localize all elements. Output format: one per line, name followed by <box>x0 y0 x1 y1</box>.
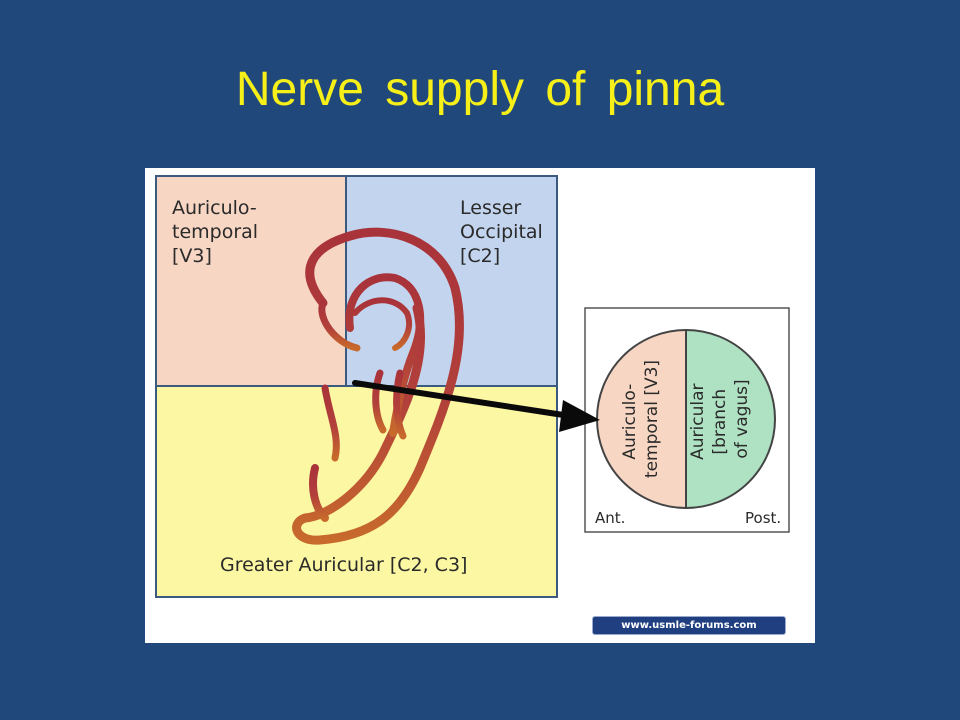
inset-posterior-label: Auricular [branch of vagus] <box>688 378 752 460</box>
inset-anterior-label: Auriculo- temporal [V3] <box>620 360 662 478</box>
diagram-graphics: Auriculo- temporal [V3] Auricular [branc… <box>155 175 790 598</box>
inset-posterior-line-1: Auricular <box>688 384 708 460</box>
lesser-occipital-label: Lesser Occipital [C2] <box>460 197 543 267</box>
ear-outline-icon <box>292 227 465 545</box>
inset-posterior-line-3: of vagus] <box>732 379 752 458</box>
posterior-half <box>686 330 775 508</box>
auriculotemporal-label: Auriculo- temporal [V3] <box>172 197 259 267</box>
watermark-badge: www.usmle-forums.com <box>592 616 786 635</box>
greater-auricular-label: Greater Auricular [C2, C3] <box>220 554 468 576</box>
pinna-nerve-diagram: Auriculo- temporal [V3] Auricular [branc… <box>145 168 815 643</box>
posterior-label: Post. <box>745 509 782 527</box>
inset-anterior-line-1: Auriculo- <box>620 384 640 460</box>
slide-title: Nerve supply of pinna <box>235 63 725 116</box>
inset-anterior-line-2: temporal [V3] <box>642 360 662 478</box>
anterior-half <box>597 330 686 508</box>
arrow-icon <box>352 380 600 432</box>
anterior-label: Ant. <box>595 509 626 527</box>
inset-posterior-line-2: [branch <box>710 389 730 455</box>
